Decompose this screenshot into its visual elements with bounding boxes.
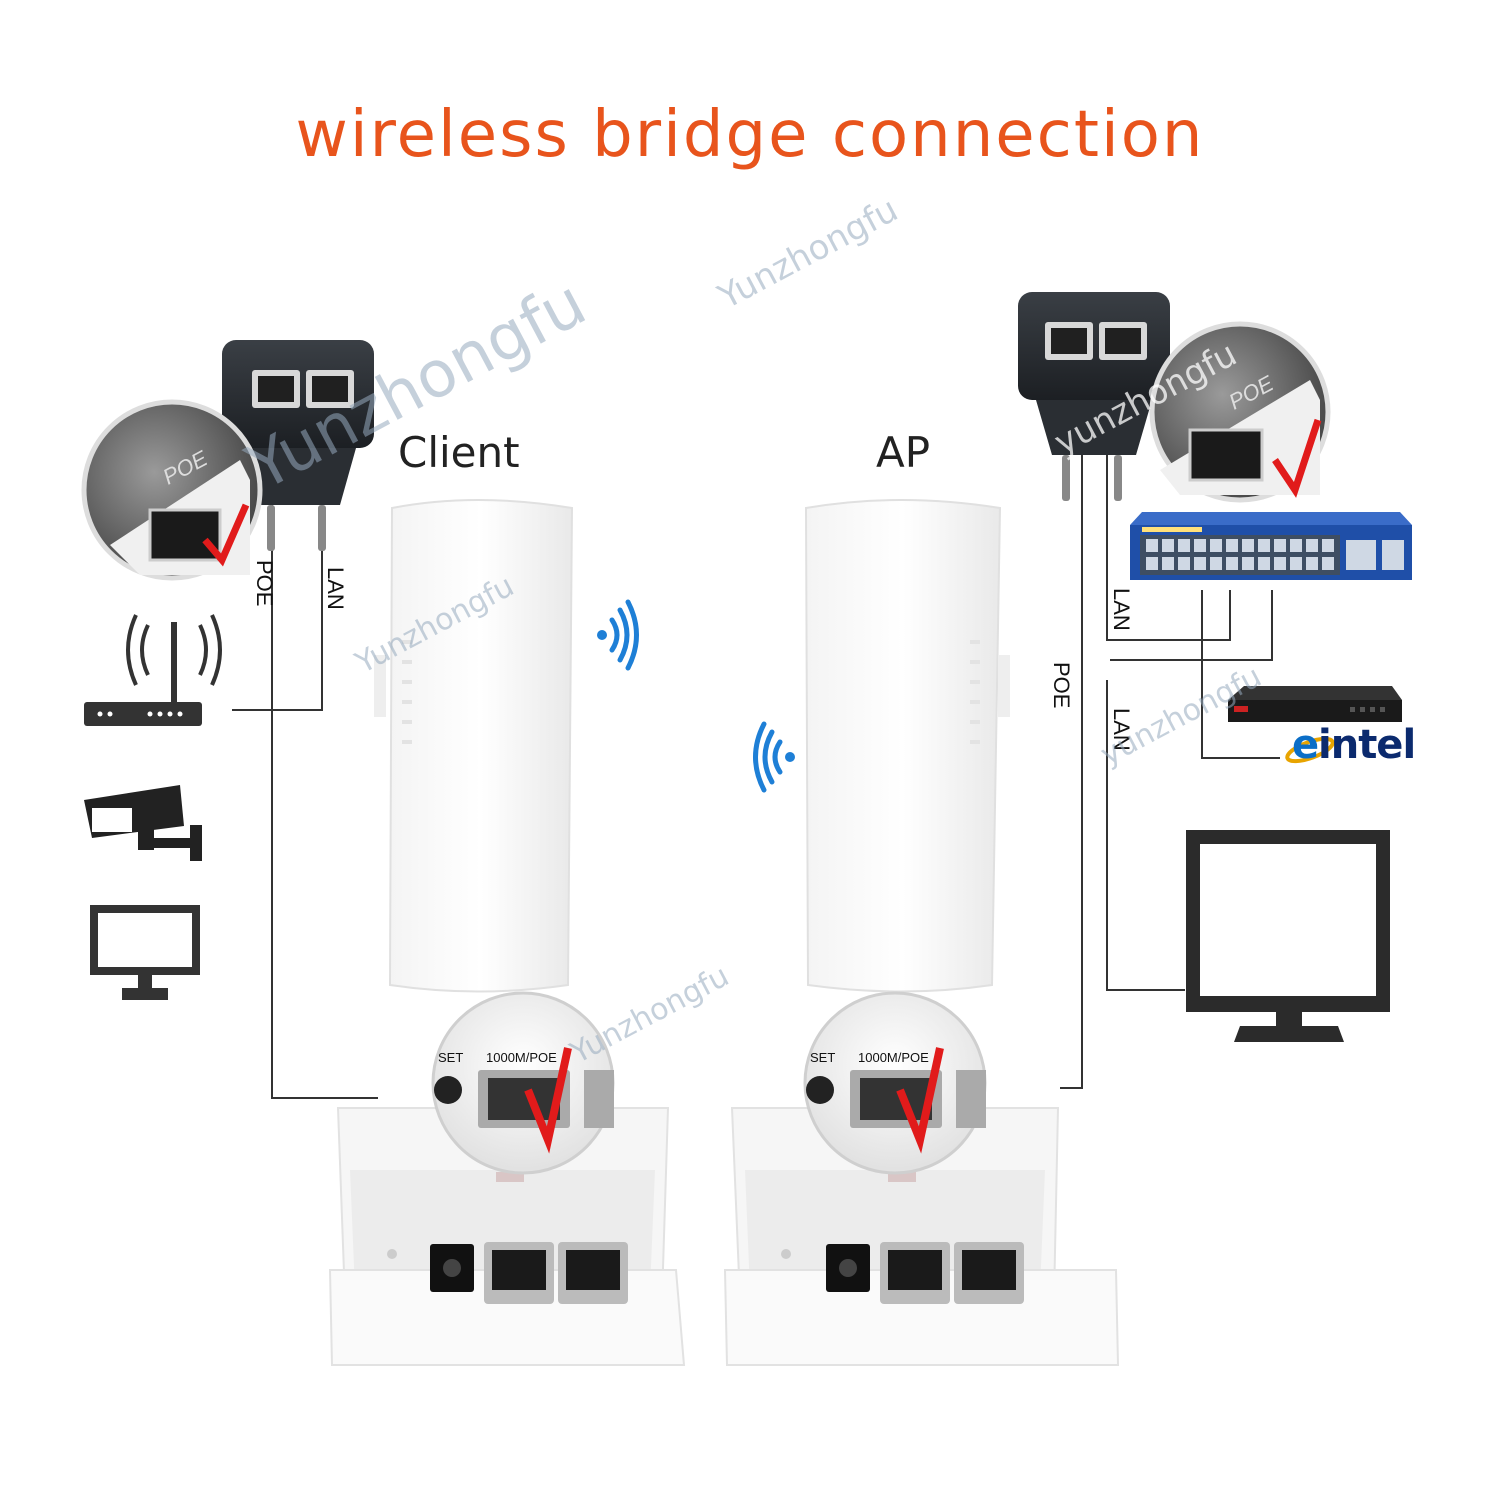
ie-logo-letter: e [1292, 722, 1319, 768]
cable-lines [232, 370, 1280, 1099]
cable-label-lan-right-top: LAN [1109, 588, 1134, 631]
network-switch-icon [1130, 512, 1412, 580]
ap-set-label: SET [810, 1050, 836, 1065]
client-set-label: SET [438, 1050, 464, 1065]
poe-port-zoom-left [81, 399, 263, 581]
nvr-icon [1228, 686, 1402, 722]
ap-port-label: 1000M/POE [858, 1050, 929, 1065]
ap-cpe-front [804, 499, 1010, 993]
check-mark-icon [524, 1047, 572, 1154]
cctv-camera-icon [84, 785, 202, 861]
client-cpe-front [374, 499, 574, 993]
ap-port-zoom [803, 991, 987, 1175]
monitor-icon-left [90, 905, 200, 1000]
ie-logo-icon [1285, 736, 1335, 764]
check-mark-icon [1272, 418, 1322, 498]
cable-label-poe-left: POE [252, 560, 277, 607]
ap-cpe-bottom-ports [723, 1107, 1120, 1366]
client-port-label: 1000M/POE [486, 1050, 557, 1065]
check-mark-icon [896, 1047, 944, 1154]
ap-label: AP [876, 428, 931, 477]
cable-label-poe-right: POE [1049, 662, 1074, 709]
poe-port-zoom-right [1149, 321, 1331, 503]
monitor-icon-right [1186, 830, 1390, 1042]
poe-adapter-right-icon [1018, 292, 1170, 501]
page-title: wireless bridge connection [295, 98, 1205, 172]
check-mark-icon [202, 503, 250, 567]
intel-logo: intel [1318, 722, 1416, 768]
wifi-signal-icon [753, 721, 795, 793]
wifi-signal-icon [597, 599, 639, 671]
poe-adapter-left-icon [222, 340, 374, 551]
client-label: Client [398, 428, 520, 477]
cable-label-lan-left: LAN [323, 567, 348, 610]
client-cpe-bottom-ports [328, 1107, 686, 1366]
router-icon [84, 614, 222, 726]
client-port-zoom [431, 991, 615, 1175]
